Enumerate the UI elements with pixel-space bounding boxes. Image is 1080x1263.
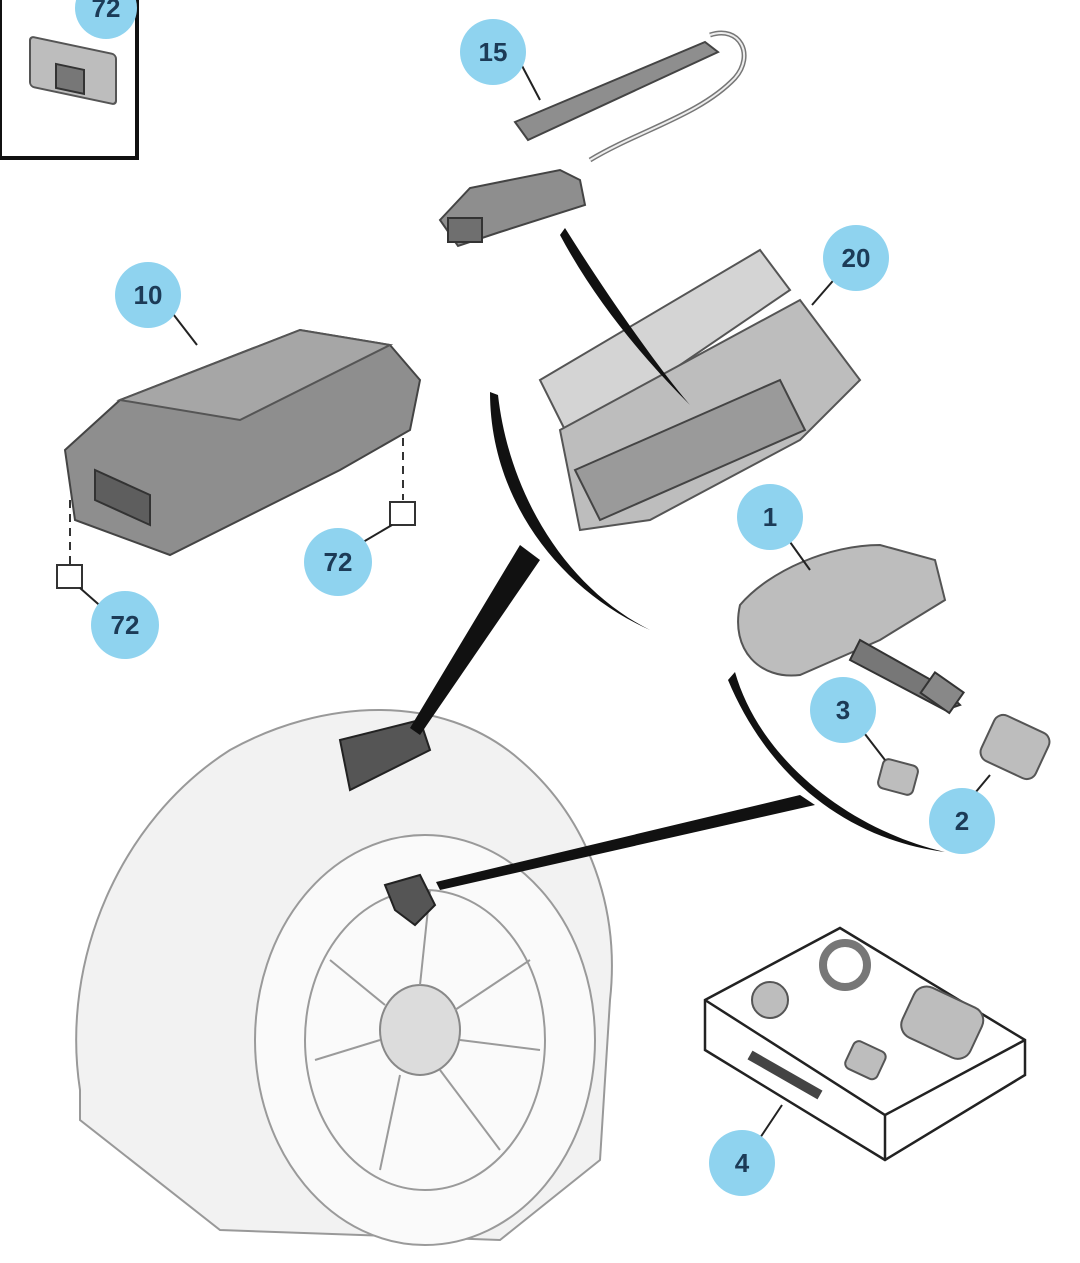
leader-lines: [410, 228, 945, 890]
callout-10: 10: [115, 262, 181, 328]
callout-20: 20: [823, 225, 889, 291]
wheel-arch-assembly: [75, 709, 613, 1246]
callout-15: 15: [460, 19, 526, 85]
callout-label: 2: [955, 806, 969, 836]
control-module-10-part: [56, 328, 422, 589]
valve-nut-2-part: [979, 713, 1051, 781]
callout-label: 4: [735, 1148, 750, 1178]
callout-72-right: 72: [304, 528, 372, 596]
repair-kit-4-part: [703, 926, 1027, 1162]
callout-4: 4: [709, 1130, 775, 1196]
callout-3: 3: [810, 677, 876, 743]
tpms-sensor-1-part: [737, 543, 966, 715]
callout-label: 72: [111, 610, 140, 640]
inset-box: [0, 0, 139, 160]
clip-72-part: [29, 36, 117, 105]
callout-1: 1: [737, 484, 803, 550]
callout-label: 10: [134, 280, 163, 310]
fastener-placeholder-box: [389, 501, 416, 526]
callout-72-top: 72: [75, 0, 137, 39]
callout-72-left: 72: [91, 591, 159, 659]
valve-cap-3-part: [877, 758, 919, 796]
callout-label: 72: [324, 547, 353, 577]
callout-label: 20: [842, 243, 871, 273]
callout-label: 3: [836, 695, 850, 725]
callout-label: 72: [92, 0, 121, 23]
callout-label: 1: [763, 502, 777, 532]
antenna-15-part: [438, 30, 747, 248]
callout-label: 15: [479, 37, 508, 67]
fastener-placeholder-box: [56, 564, 83, 589]
callout-2: 2: [929, 788, 995, 854]
bracket-20-part: [538, 248, 862, 532]
